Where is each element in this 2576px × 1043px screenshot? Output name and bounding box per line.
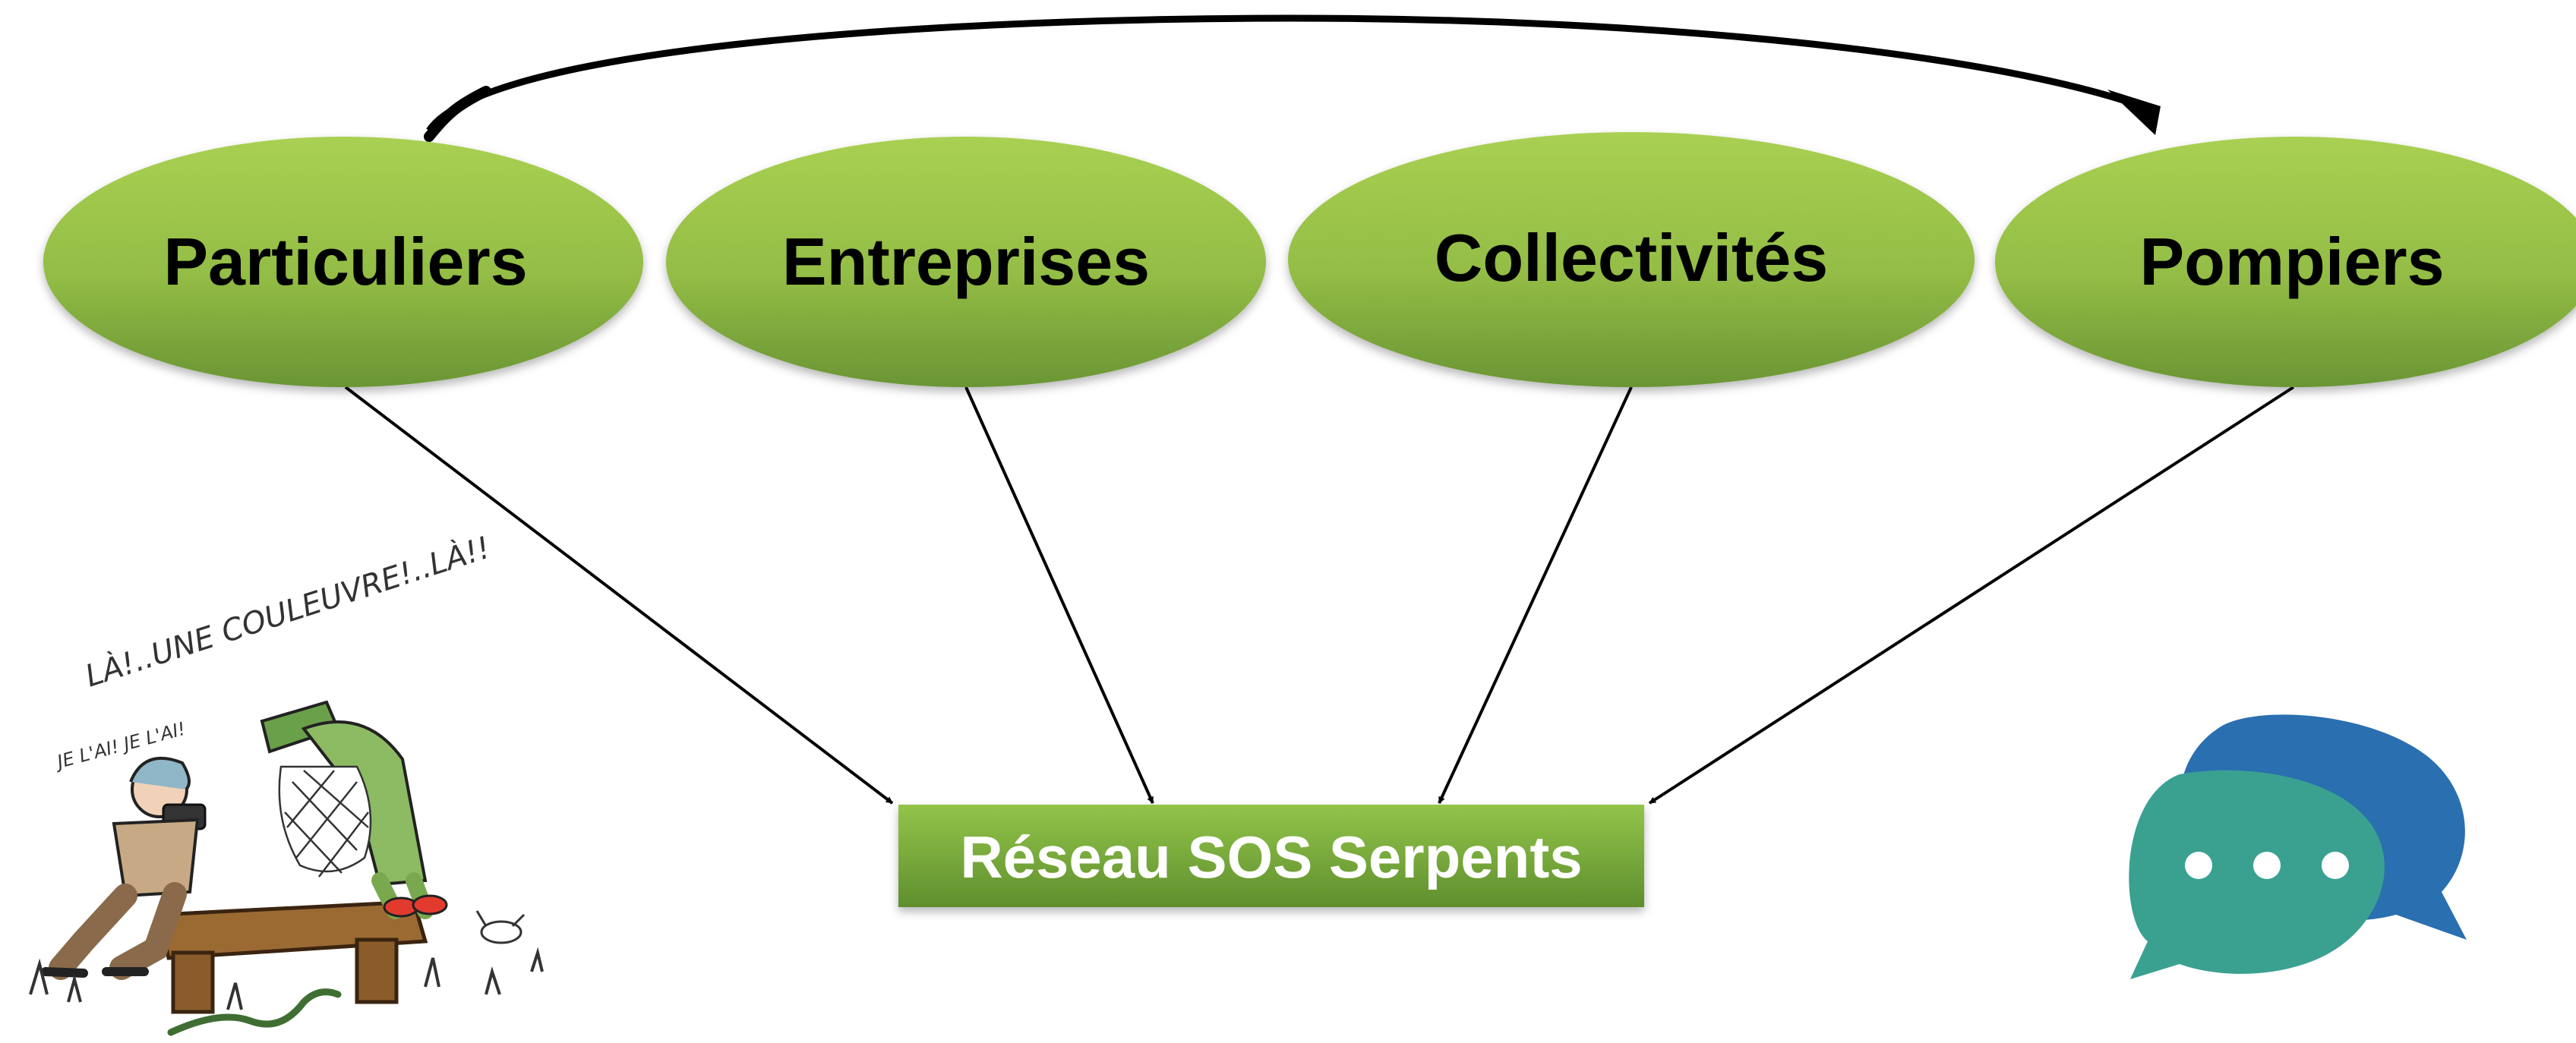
node-label-particuliers: Particuliers xyxy=(163,224,527,299)
edge-pompiers-to-hub xyxy=(1648,386,2295,805)
chat-dot-right xyxy=(2322,852,2349,879)
hub-node: Réseau SOS Serpents xyxy=(898,805,1644,907)
person-photographer xyxy=(41,756,207,980)
node-label-entreprises: Entreprises xyxy=(782,224,1150,299)
node-entreprises: Entreprises xyxy=(666,137,1266,387)
edge-particuliers-to-pompiers xyxy=(424,14,2161,142)
node-label-pompiers: Pompiers xyxy=(2139,224,2444,299)
bench-drawing xyxy=(156,900,428,1014)
node-collectivites: Collectivités xyxy=(1288,132,1975,387)
chat-dot-left xyxy=(2185,852,2212,879)
cartoon-illustration: LÀ!..UNE COULEUVRE!..LÀ!! JE L'AI! JE L'… xyxy=(29,529,544,1036)
grass-drawing xyxy=(29,947,544,1010)
arrowhead-pompiers xyxy=(2107,90,2161,135)
edge-entreprises-to-hub xyxy=(964,386,1154,804)
edge-particuliers-to-hub xyxy=(344,386,894,805)
hub-label: Réseau SOS Serpents xyxy=(960,824,1582,890)
chat-dot-middle xyxy=(2253,852,2281,879)
creature-drawing xyxy=(475,910,526,944)
snake-drawing xyxy=(167,988,342,1036)
chat-bubbles-icon xyxy=(2129,714,2467,979)
cartoon-caption-main: LÀ!..UNE COULEUVRE!..LÀ!! xyxy=(80,529,494,695)
edges-to-hub xyxy=(344,386,2295,805)
person-with-net xyxy=(260,700,448,919)
net-drawing xyxy=(278,765,372,878)
node-pompiers: Pompiers xyxy=(1995,137,2576,387)
node-label-collectivites: Collectivités xyxy=(1435,220,1828,295)
edge-collectivites-to-hub xyxy=(1438,386,1633,804)
node-particuliers: Particuliers xyxy=(43,137,643,387)
